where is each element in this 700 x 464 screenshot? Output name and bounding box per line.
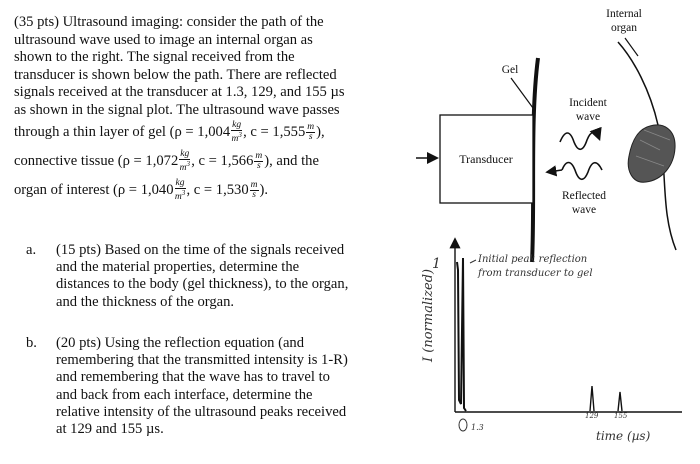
part-line: (20 pts) Using the reflection equation (… [56,335,305,351]
transducer-label: Transducer [459,152,513,166]
tick-155: 155 [614,412,628,420]
peak-155 [617,391,623,412]
part-a: a. (15 pts) Based on the time of the sig… [26,242,376,311]
annotation-arrow [469,259,477,264]
internal-organ-label: Internal [606,8,642,20]
annotation-line-2: from transducer to gel [477,268,593,279]
incident-wave-label-2: wave [576,111,600,123]
organ-texture [635,129,671,167]
x-axis-label: time (µs) [596,429,651,443]
incident-wave-icon [559,126,602,151]
part-label: b. [26,335,37,351]
problem-line: (35 pts) Ultrasound imaging: consider th… [14,14,324,30]
problem-line: signals received at the transducer at 1.… [14,84,345,101]
tick-mark [458,418,468,432]
part-line: (15 pts) Based on the time of the signal… [56,242,345,258]
part-b: b. (20 pts) Using the reflection equatio… [26,335,376,438]
reflected-wave-label-2: wave [572,204,596,216]
tick-129: 129 [585,412,599,420]
gel-label: Gel [502,64,519,76]
part-line: relative intensity of the ultrasound pea… [56,403,347,420]
problem-line: as shown in the signal plot. The ultraso… [14,101,340,118]
part-line: remembering that the transmitted intensi… [56,352,348,369]
organ-shape [627,124,676,183]
reflected-arrow [545,165,563,177]
reflected-wave-icon [561,161,603,181]
part-line: and back from each interface, determine … [56,386,313,403]
problem-line: shown to the right. The signal received … [14,49,295,66]
annotation-line-1: Initial peak reflection [477,254,587,265]
initial-peak [456,257,467,412]
tick-1-3: 1.3 [471,423,484,432]
part-line: and remembering that the wave has to tra… [56,369,330,386]
gel-pointer [510,77,534,109]
reflected-wave-label: Reflected [562,190,606,202]
transducer-box [439,114,534,204]
incident-wave-label: Incident [569,97,607,109]
part-line: and the thickness of the organ. [56,293,235,310]
problem-statement: (35 pts) Ultrasound imaging: consider th… [14,14,406,202]
part-line: at 129 and 155 µs. [56,421,164,438]
part-line: distances to the body (gel thickness), t… [56,276,349,293]
y-one-label: 1 [432,256,441,272]
part-line: and the material properties, determine t… [56,259,300,276]
part-label: a. [26,242,37,258]
problem-line: transducer is shown below the path. Ther… [14,66,337,83]
peak-129 [589,385,595,412]
y-axis-label: I (normalized) [421,269,436,363]
internal-organ-label-2: organ [611,22,637,34]
problem-line: ultrasound wave used to image an interna… [14,31,313,48]
organ-pointer [624,37,639,57]
